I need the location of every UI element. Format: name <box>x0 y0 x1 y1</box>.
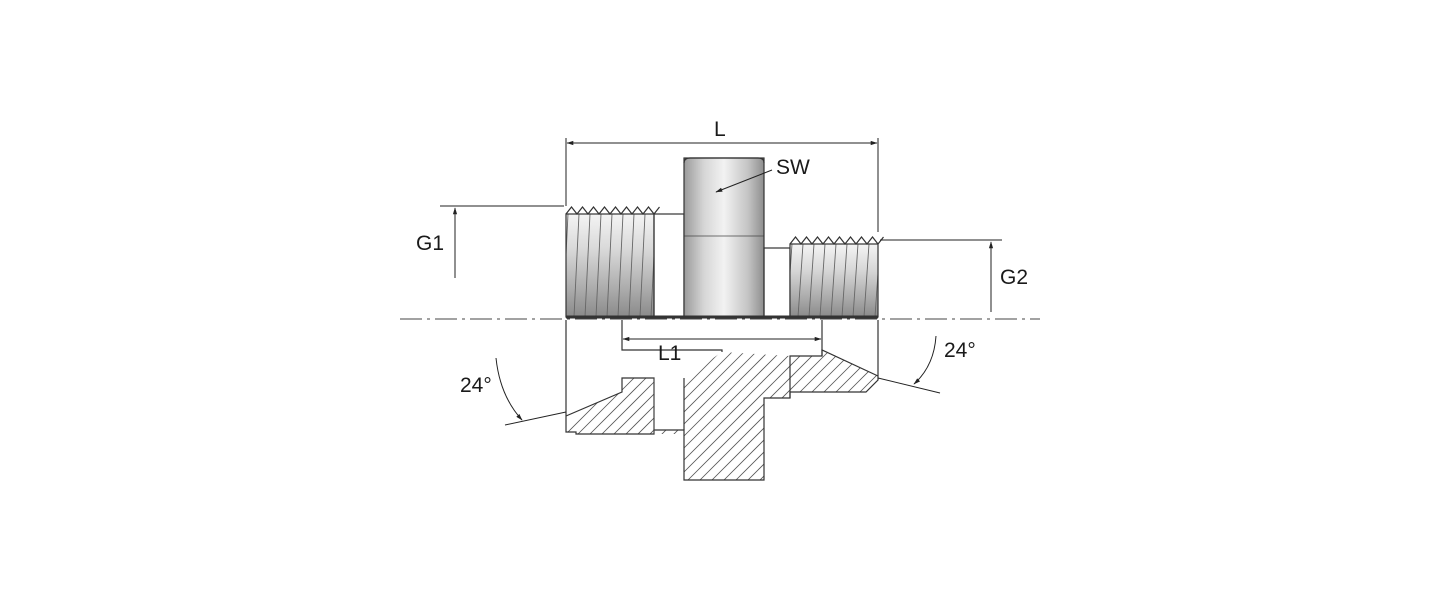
dim-G1: G1 <box>416 205 564 278</box>
label-L: L <box>714 118 726 141</box>
right-thread <box>789 236 884 318</box>
section-view <box>565 320 879 481</box>
label-angle-left: 24° <box>460 374 492 397</box>
label-G2: G2 <box>1000 266 1028 289</box>
label-SW: SW <box>776 156 810 179</box>
dim-L1: L1 <box>622 336 822 365</box>
label-G1: G1 <box>416 232 444 255</box>
left-undercut <box>653 213 685 318</box>
external-view <box>565 157 884 319</box>
label-angle-right: 24° <box>944 339 976 362</box>
hex-body <box>683 157 765 318</box>
dim-angle-right: 24° <box>877 335 976 394</box>
dim-L: L <box>565 118 879 232</box>
dim-angle-left: 24° <box>460 357 567 426</box>
label-L1: L1 <box>658 342 681 365</box>
right-undercut <box>763 247 791 318</box>
dim-G2: G2 <box>880 239 1028 312</box>
dim-SW: SW <box>715 156 810 193</box>
left-thread <box>565 206 660 318</box>
